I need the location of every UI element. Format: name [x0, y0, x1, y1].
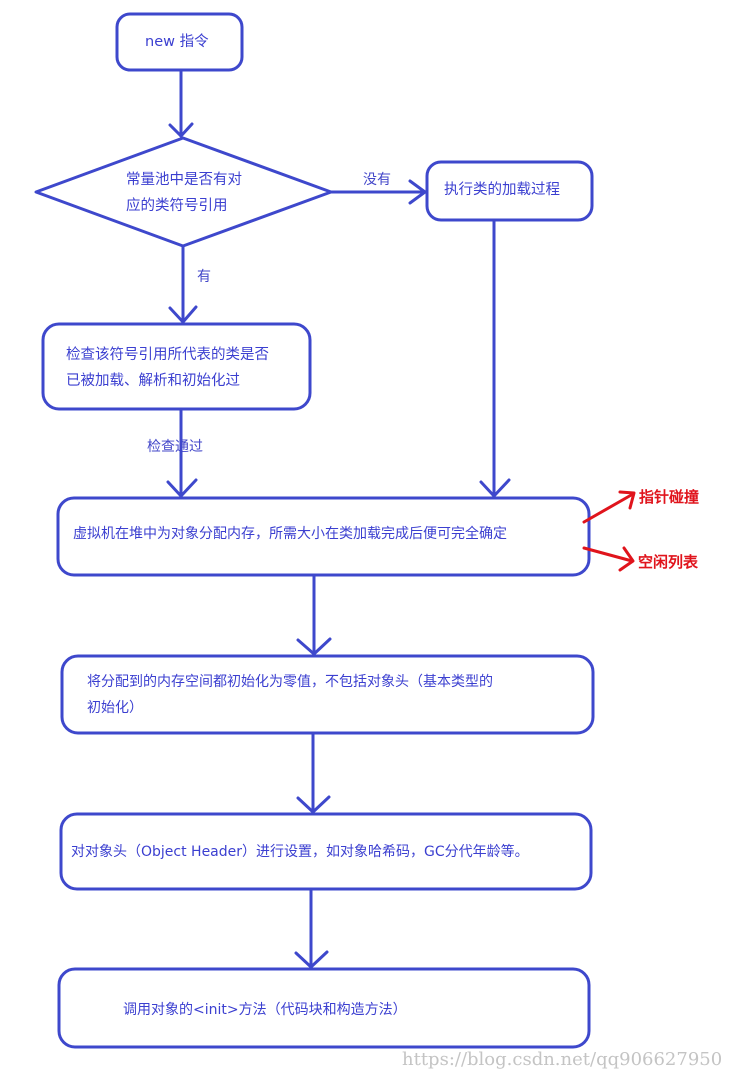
edge-decision-to-check [168, 244, 198, 324]
edge-set-header-to-invoke-init [294, 887, 329, 969]
invoke-init-node-label: 调用对象的<init>方法（代码块和构造方法） [123, 1002, 407, 1018]
load-class-node-label: 执行类的加载过程 [444, 182, 560, 198]
edge-decision-to-load-class [329, 179, 427, 205]
annotation-pointer-bump: 指针碰撞 [639, 488, 700, 506]
zero-init-node [60, 654, 595, 735]
edge-label-yes: 有 [197, 269, 211, 285]
watermark-url: https://blog.csdn.net/qq906627950 [402, 1049, 723, 1070]
set-header-node-label: 对对象头（Object Header）进行设置，如对象哈希码，GC分代年龄等。 [71, 844, 529, 860]
edge-start-to-decision [168, 68, 194, 138]
pointer-bump-arrow [582, 490, 636, 524]
edge-allocate-to-zero-init [296, 573, 332, 656]
check-loaded-node [41, 322, 312, 411]
edge-zero-init-to-set-header [296, 731, 331, 814]
edge-check-to-allocate [166, 407, 198, 498]
decision-node-line-1: 常量池中是否有对 [126, 172, 242, 188]
allocate-node [56, 496, 591, 577]
check-loaded-node-line-1: 检查该符号引用所代表的类是否 [66, 347, 269, 363]
decision-node-line-2: 应的类符号引用 [126, 198, 228, 214]
edge-label-check-passed: 检查通过 [147, 439, 203, 455]
edge-label-no: 没有 [363, 172, 391, 188]
zero-init-node-line-1: 将分配到的内存空间都初始化为零值，不包括对象头（基本类型的 [87, 674, 493, 690]
load-class-node [425, 160, 594, 222]
invoke-init-node [57, 967, 591, 1049]
annotation-free-list: 空闲列表 [638, 553, 699, 571]
free-list-arrow [582, 546, 635, 572]
set-header-node [59, 812, 593, 891]
allocate-node-label: 虚拟机在堆中为对象分配内存，所需大小在类加载完成后便可完全确定 [73, 526, 507, 542]
edge-load-class-to-allocate [479, 218, 511, 498]
start-node-label: new 指令 [145, 34, 209, 50]
check-loaded-node-line-2: 已被加载、解析和初始化过 [66, 373, 240, 389]
zero-init-node-line-2: 初始化） [87, 700, 143, 716]
